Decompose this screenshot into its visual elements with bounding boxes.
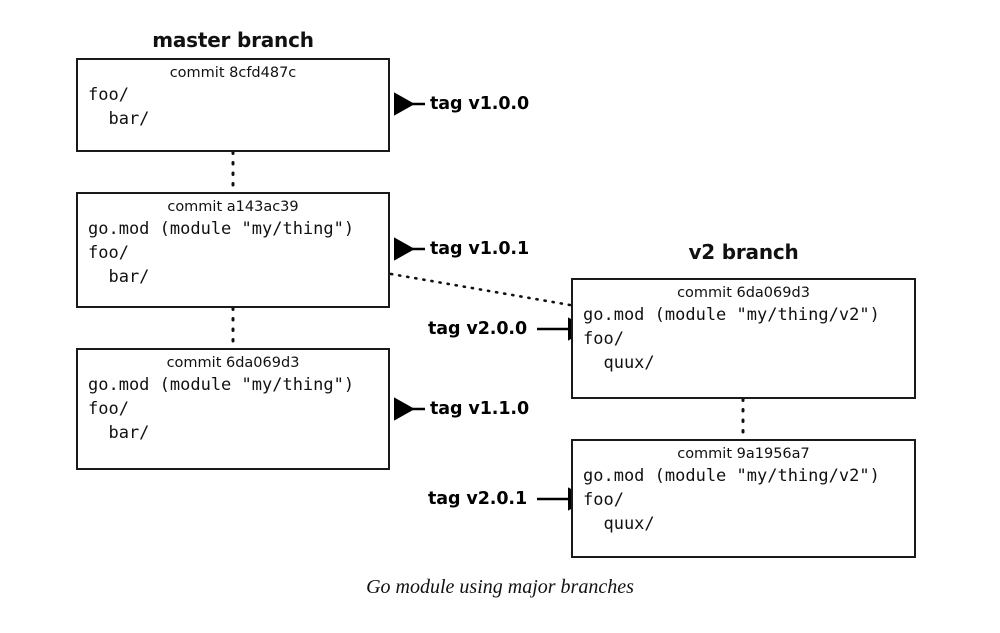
commit-box-master-c2: commit a143ac39 go.mod (module "my/thing… [76, 192, 390, 308]
commit-box-v2-c1: commit 6da069d3 go.mod (module "my/thing… [571, 278, 916, 399]
tag-label-v1-1-0: tag v1.1.0 [430, 399, 530, 419]
commit-title: commit 6da069d3 [677, 285, 810, 301]
branch-heading-master: master branch [152, 28, 314, 52]
commit-title: commit 6da069d3 [166, 355, 300, 371]
figure-caption: Go module using major branches [366, 576, 634, 598]
commit-box-master-c1: commit 8cfd487c foo/ bar/ [76, 58, 390, 152]
commit-body: foo/ bar/ [88, 85, 150, 130]
tag-label-v2-0-0: tag v2.0.0 [428, 319, 528, 339]
tag-label-v1-0-1: tag v1.0.1 [430, 239, 530, 259]
commit-title: commit a143ac39 [167, 199, 299, 215]
commit-body: go.mod (module "my/thing/v2") foo/ quux/ [583, 466, 880, 535]
commit-body: go.mod (module "my/thing") foo/ bar/ [88, 219, 355, 288]
tag-label-v2-0-1: tag v2.0.1 [428, 489, 528, 509]
commit-box-master-c3: commit 6da069d3 go.mod (module "my/thing… [76, 348, 390, 470]
branch-heading-v2: v2 branch [688, 240, 799, 264]
commit-title: commit 9a1956a7 [677, 446, 810, 462]
commit-body: go.mod (module "my/thing") foo/ bar/ [88, 375, 355, 444]
commit-box-v2-c2: commit 9a1956a7 go.mod (module "my/thing… [571, 439, 916, 558]
connector-master-c2-to-v2-c1 [389, 272, 572, 307]
commit-body: go.mod (module "my/thing/v2") foo/ quux/ [583, 305, 880, 374]
tag-label-v1-0-0: tag v1.0.0 [430, 94, 530, 114]
commit-title: commit 8cfd487c [169, 65, 297, 81]
